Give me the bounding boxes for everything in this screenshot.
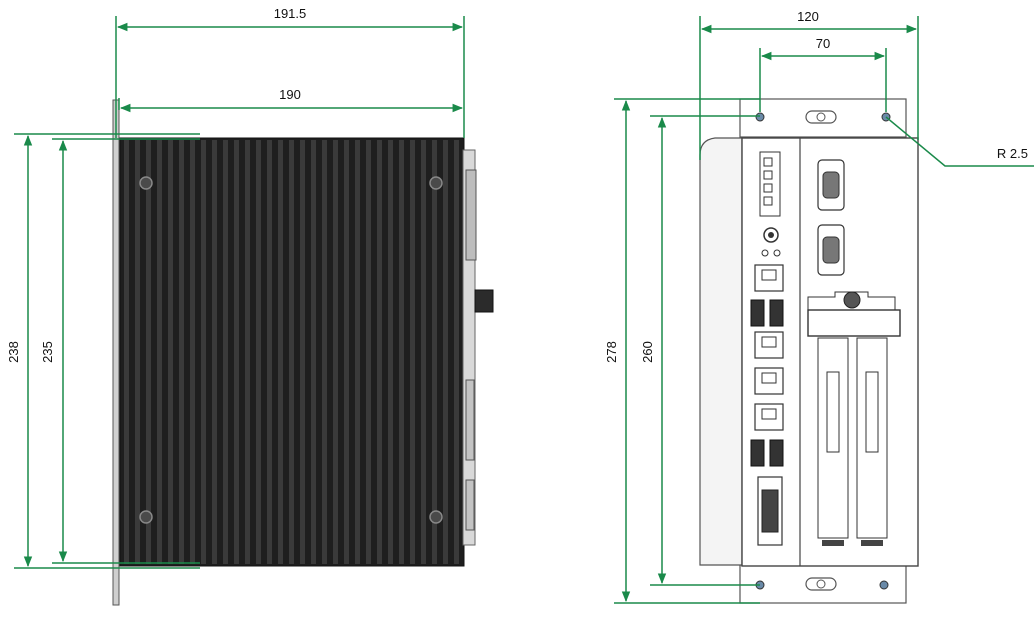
heatsink-fin: [267, 140, 272, 564]
slot-latch: [822, 540, 844, 546]
heatsink-fin: [157, 140, 162, 564]
mount-bracket-left: [112, 99, 120, 606]
lan-port-icon: [754, 367, 784, 395]
screw-icon: [429, 510, 443, 524]
heatsink-fin: [388, 140, 393, 564]
led-icon: [773, 249, 781, 257]
dim-label-body-height: 235: [40, 341, 55, 363]
heatsink-fin: [201, 140, 206, 564]
keyhole-center-icon: [816, 112, 826, 122]
mount-plate-top: [739, 98, 907, 138]
led-icon: [761, 249, 769, 257]
side-view-dimensions: [14, 16, 465, 569]
usb-port-icon: [769, 299, 784, 327]
keyhole-slot-icon: [805, 577, 837, 591]
slot-cover-bar: [807, 309, 901, 337]
keyhole-slot-icon: [805, 110, 837, 124]
dim-label-hole-radius: R 2.5: [997, 146, 1028, 161]
heatsink-fin: [311, 140, 316, 564]
heatsink-fin: [344, 140, 349, 564]
slot-latch: [861, 540, 883, 546]
heatsink-fin: [355, 140, 360, 564]
dim-label-hole-spacing: 70: [816, 36, 830, 51]
lan-port-icon: [754, 403, 784, 431]
front-view: [699, 98, 919, 604]
usb-port-icon: [750, 299, 765, 327]
heatsink-fin: [410, 140, 415, 564]
mount-hole-icon: [879, 580, 889, 590]
dim-label-hole-height: 260: [640, 341, 655, 363]
chassis-side: [699, 137, 743, 566]
heatsink-fin: [168, 140, 173, 564]
heatsink-fin: [300, 140, 305, 564]
mount-hole-icon: [755, 112, 765, 122]
heatsink-fin: [234, 140, 239, 564]
lan-port-icon: [754, 264, 784, 292]
heatsink-fin: [366, 140, 371, 564]
dim-label-front-height: 278: [604, 341, 619, 363]
dim-label-overall-height: 238: [6, 341, 21, 363]
dim-label-front-width: 120: [797, 9, 819, 24]
heatsink-fin: [421, 140, 426, 564]
heatsink-fin: [443, 140, 448, 564]
heatsink-fin: [256, 140, 261, 564]
heatsink-fin: [432, 140, 437, 564]
heatsink-fin: [399, 140, 404, 564]
heatsink-fin: [278, 140, 283, 564]
antenna-connector: [474, 289, 494, 313]
connector-block: [465, 169, 477, 261]
heatsink-fin: [454, 140, 459, 564]
heatsink-fin: [135, 140, 140, 564]
power-button-core: [768, 232, 774, 238]
keyhole-center-icon: [816, 579, 826, 589]
heatsink-fins: [124, 140, 459, 564]
heatsink-fin: [289, 140, 294, 564]
heatsink-fin: [179, 140, 184, 564]
thumbscrew-icon: [843, 291, 861, 309]
radius-leader-line: [885, 116, 1034, 167]
screw-icon: [139, 176, 153, 190]
dim-label-overall-width: 191.5: [274, 6, 307, 21]
screw-icon: [429, 176, 443, 190]
usb-port-icon: [769, 439, 784, 467]
side-view: [112, 99, 494, 606]
scsi-connector-icon: [865, 371, 879, 453]
usb-port-icon: [750, 439, 765, 467]
heatsink-fin: [146, 140, 151, 564]
lan-port-icon: [754, 331, 784, 359]
heatsink-fin: [333, 140, 338, 564]
heatsink-fin: [223, 140, 228, 564]
connector-block: [465, 379, 475, 461]
heatsink-fin: [124, 140, 129, 564]
heatsink-fin: [212, 140, 217, 564]
scsi-connector-icon: [826, 371, 840, 453]
dvi-pins: [761, 489, 779, 533]
heatsink-fin: [322, 140, 327, 564]
screw-icon: [139, 510, 153, 524]
heatsink-fin: [245, 140, 250, 564]
connector-block: [465, 479, 475, 531]
mount-plate-bottom: [739, 564, 907, 604]
dim-label-body-width: 190: [279, 87, 301, 102]
power-button-icon: [763, 227, 779, 243]
heatsink-fin: [377, 140, 382, 564]
front-view-dimensions: [614, 16, 1034, 604]
heatsink-fin: [190, 140, 195, 564]
